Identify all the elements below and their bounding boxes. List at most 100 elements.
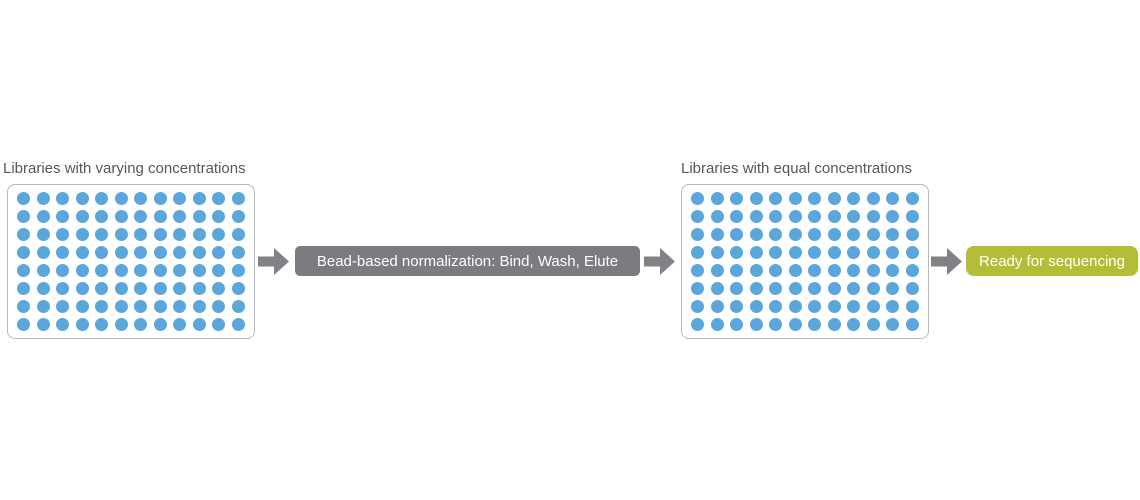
library-well-dot (847, 192, 861, 206)
library-well-dot (173, 210, 187, 224)
library-well-dot (788, 246, 802, 260)
library-well-dot (905, 263, 919, 277)
library-well-dot (95, 317, 109, 331)
library-well-dot (866, 281, 880, 295)
library-well-dot (886, 246, 900, 260)
library-well-dot (769, 192, 783, 206)
library-well-dot (231, 192, 245, 206)
library-well-dot (75, 192, 89, 206)
library-well-dot (36, 299, 50, 313)
library-well-dot (788, 192, 802, 206)
library-well-dot (847, 263, 861, 277)
library-well-dot (192, 317, 206, 331)
library-well-dot (905, 228, 919, 242)
library-well-dot (231, 263, 245, 277)
library-well-dot (173, 228, 187, 242)
normalization-step-box: Bead-based normalization: Bind, Wash, El… (295, 246, 640, 276)
library-well-dot (36, 192, 50, 206)
library-well-dot (134, 246, 148, 260)
library-well-dot (173, 317, 187, 331)
library-well-dot (827, 210, 841, 224)
library-well-dot (36, 228, 50, 242)
library-well-dot (17, 281, 31, 295)
library-well-dot (192, 299, 206, 313)
library-well-dot (56, 210, 70, 224)
library-well-dot (691, 263, 705, 277)
library-well-dot (808, 210, 822, 224)
equal-concentrations-plate (681, 184, 929, 339)
library-well-dot (231, 281, 245, 295)
library-well-dot (827, 192, 841, 206)
library-well-dot (75, 228, 89, 242)
library-well-dot (212, 192, 226, 206)
library-well-dot (710, 192, 724, 206)
library-well-dot (17, 246, 31, 260)
library-well-dot (134, 263, 148, 277)
library-well-dot (769, 210, 783, 224)
library-well-dot (905, 317, 919, 331)
library-well-dot (749, 210, 763, 224)
library-well-dot (95, 228, 109, 242)
library-well-dot (17, 192, 31, 206)
library-well-dot (847, 317, 861, 331)
library-well-dot (749, 263, 763, 277)
library-well-dot (36, 210, 50, 224)
library-well-dot (17, 228, 31, 242)
library-well-dot (173, 299, 187, 313)
library-well-dot (769, 263, 783, 277)
library-well-dot (134, 299, 148, 313)
library-well-dot (114, 192, 128, 206)
library-well-dot (75, 210, 89, 224)
library-well-dot (866, 317, 880, 331)
library-well-dot (95, 210, 109, 224)
library-well-dot (827, 281, 841, 295)
library-well-dot (36, 281, 50, 295)
library-well-dot (730, 228, 744, 242)
library-well-dot (17, 317, 31, 331)
library-well-dot (827, 228, 841, 242)
library-well-dot (95, 263, 109, 277)
library-well-dot (866, 192, 880, 206)
library-well-dot (905, 246, 919, 260)
library-well-dot (153, 263, 167, 277)
flow-arrow-icon (931, 248, 962, 275)
library-well-dot (173, 192, 187, 206)
varying-concentrations-plate (7, 184, 255, 339)
library-well-dot (808, 246, 822, 260)
library-well-dot (710, 317, 724, 331)
library-well-dot (886, 263, 900, 277)
library-well-dot (808, 192, 822, 206)
library-well-dot (808, 281, 822, 295)
right-plate-label: Libraries with equal concentrations (681, 160, 912, 177)
library-well-dot (730, 317, 744, 331)
library-well-dot (114, 210, 128, 224)
library-well-dot (134, 210, 148, 224)
library-well-dot (75, 246, 89, 260)
library-well-dot (212, 263, 226, 277)
library-well-dot (75, 317, 89, 331)
library-well-dot (886, 228, 900, 242)
library-well-dot (905, 192, 919, 206)
library-well-dot (691, 210, 705, 224)
library-well-dot (212, 228, 226, 242)
library-well-dot (36, 317, 50, 331)
library-well-dot (710, 263, 724, 277)
library-well-dot (886, 317, 900, 331)
library-well-dot (808, 228, 822, 242)
library-well-dot (231, 228, 245, 242)
library-well-dot (847, 246, 861, 260)
library-well-dot (769, 228, 783, 242)
library-well-dot (866, 246, 880, 260)
library-well-dot (847, 228, 861, 242)
library-well-dot (886, 299, 900, 313)
library-well-dot (905, 299, 919, 313)
library-well-dot (192, 263, 206, 277)
library-well-dot (153, 317, 167, 331)
library-well-dot (847, 210, 861, 224)
library-well-dot (808, 263, 822, 277)
library-well-dot (691, 228, 705, 242)
library-well-dot (769, 246, 783, 260)
library-well-dot (75, 263, 89, 277)
library-well-dot (114, 281, 128, 295)
